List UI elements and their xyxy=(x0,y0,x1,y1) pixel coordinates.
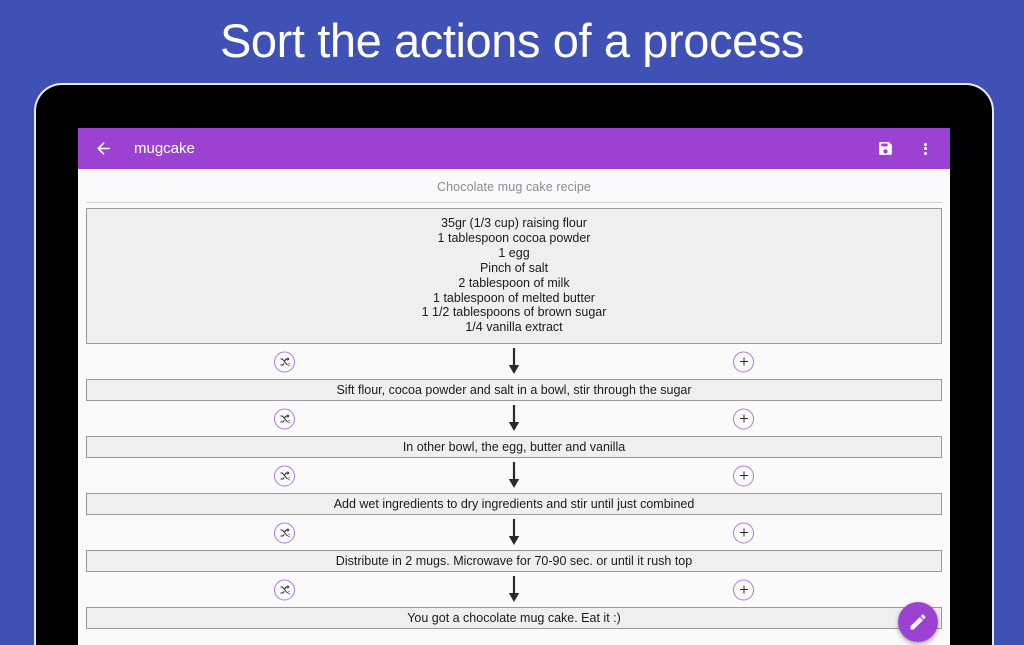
step-row[interactable]: Sift flour, cocoa powder and salt in a b… xyxy=(86,379,942,402)
ingredients-block[interactable]: 35gr (1/3 cup) raising flour 1 tablespoo… xyxy=(86,208,942,345)
ingredient-line: 1/4 vanilla extract xyxy=(465,320,563,335)
plus-icon[interactable] xyxy=(733,408,754,430)
down-arrow-icon xyxy=(506,347,522,377)
ingredient-line: 1 1/2 tablespoons of brown sugar xyxy=(421,305,607,320)
shuffle-icon[interactable] xyxy=(274,579,295,601)
back-arrow-icon[interactable] xyxy=(90,136,116,162)
down-arrow-icon xyxy=(506,461,522,491)
overflow-dot xyxy=(923,147,927,150)
edit-fab-button[interactable] xyxy=(898,602,938,642)
ingredient-line: 2 tablespoon of milk xyxy=(458,275,570,290)
shuffle-icon[interactable] xyxy=(274,522,295,544)
ingredient-line: 35gr (1/3 cup) raising flour xyxy=(441,216,587,230)
connector-row xyxy=(86,515,942,550)
save-floppy-icon[interactable] xyxy=(872,136,898,162)
tablet-device-frame: mugcake xyxy=(36,85,992,645)
recipe-subtitle: Chocolate mug cake recipe xyxy=(437,180,591,194)
plus-icon[interactable] xyxy=(733,465,754,487)
ingredient-line: 1 tablespoon cocoa powder xyxy=(437,230,591,245)
shuffle-icon[interactable] xyxy=(274,408,295,430)
ingredient-line: Pinch of salt xyxy=(479,260,549,275)
step-text: In other bowl, the egg, butter and vanil… xyxy=(402,440,626,455)
recipe-content: Chocolate mug cake recipe 35gr (1/3 cup)… xyxy=(78,169,950,645)
step-row[interactable]: Distribute in 2 mugs. Microwave for 70-9… xyxy=(86,550,942,573)
tablet-screen: mugcake xyxy=(78,128,950,645)
ingredient-line: 1 tablespoon of melted butter xyxy=(433,290,595,305)
connector-row xyxy=(86,401,942,436)
overflow-menu-icon[interactable] xyxy=(912,136,938,162)
shuffle-icon[interactable] xyxy=(274,465,295,487)
pencil-edit-icon xyxy=(910,614,926,630)
connector-row xyxy=(86,572,942,607)
step-text: Add wet ingredients to dry ingredients a… xyxy=(333,497,695,512)
ingredient-line: 1 egg xyxy=(498,245,530,260)
plus-icon[interactable] xyxy=(733,351,754,373)
promo-headline: Sort the actions of a process xyxy=(219,14,805,67)
plus-icon[interactable] xyxy=(733,522,754,544)
shuffle-icon[interactable] xyxy=(274,351,295,373)
overflow-dot xyxy=(923,151,927,155)
step-text: Sift flour, cocoa powder and salt in a b… xyxy=(336,383,692,398)
down-arrow-icon xyxy=(506,575,522,605)
app-bar: mugcake xyxy=(78,128,950,169)
step-row[interactable]: You got a chocolate mug cake. Eat it :) xyxy=(86,607,942,630)
step-text: Distribute in 2 mugs. Microwave for 70-9… xyxy=(335,554,693,569)
connector-row xyxy=(86,458,942,493)
overflow-dot xyxy=(923,142,927,146)
down-arrow-icon xyxy=(506,404,522,434)
plus-icon[interactable] xyxy=(733,579,754,601)
promo-screenshot: Sort the actions of a process mugcake xyxy=(36,14,992,645)
connector-row xyxy=(86,344,942,379)
subtitle-divider xyxy=(86,202,942,203)
app-bar-title: mugcake xyxy=(134,140,195,157)
down-arrow-icon xyxy=(506,518,522,548)
app-bar-actions xyxy=(872,136,938,162)
step-text: You got a chocolate mug cake. Eat it :) xyxy=(407,611,621,626)
step-row[interactable]: In other bowl, the egg, butter and vanil… xyxy=(86,436,942,459)
step-row[interactable]: Add wet ingredients to dry ingredients a… xyxy=(86,493,942,516)
